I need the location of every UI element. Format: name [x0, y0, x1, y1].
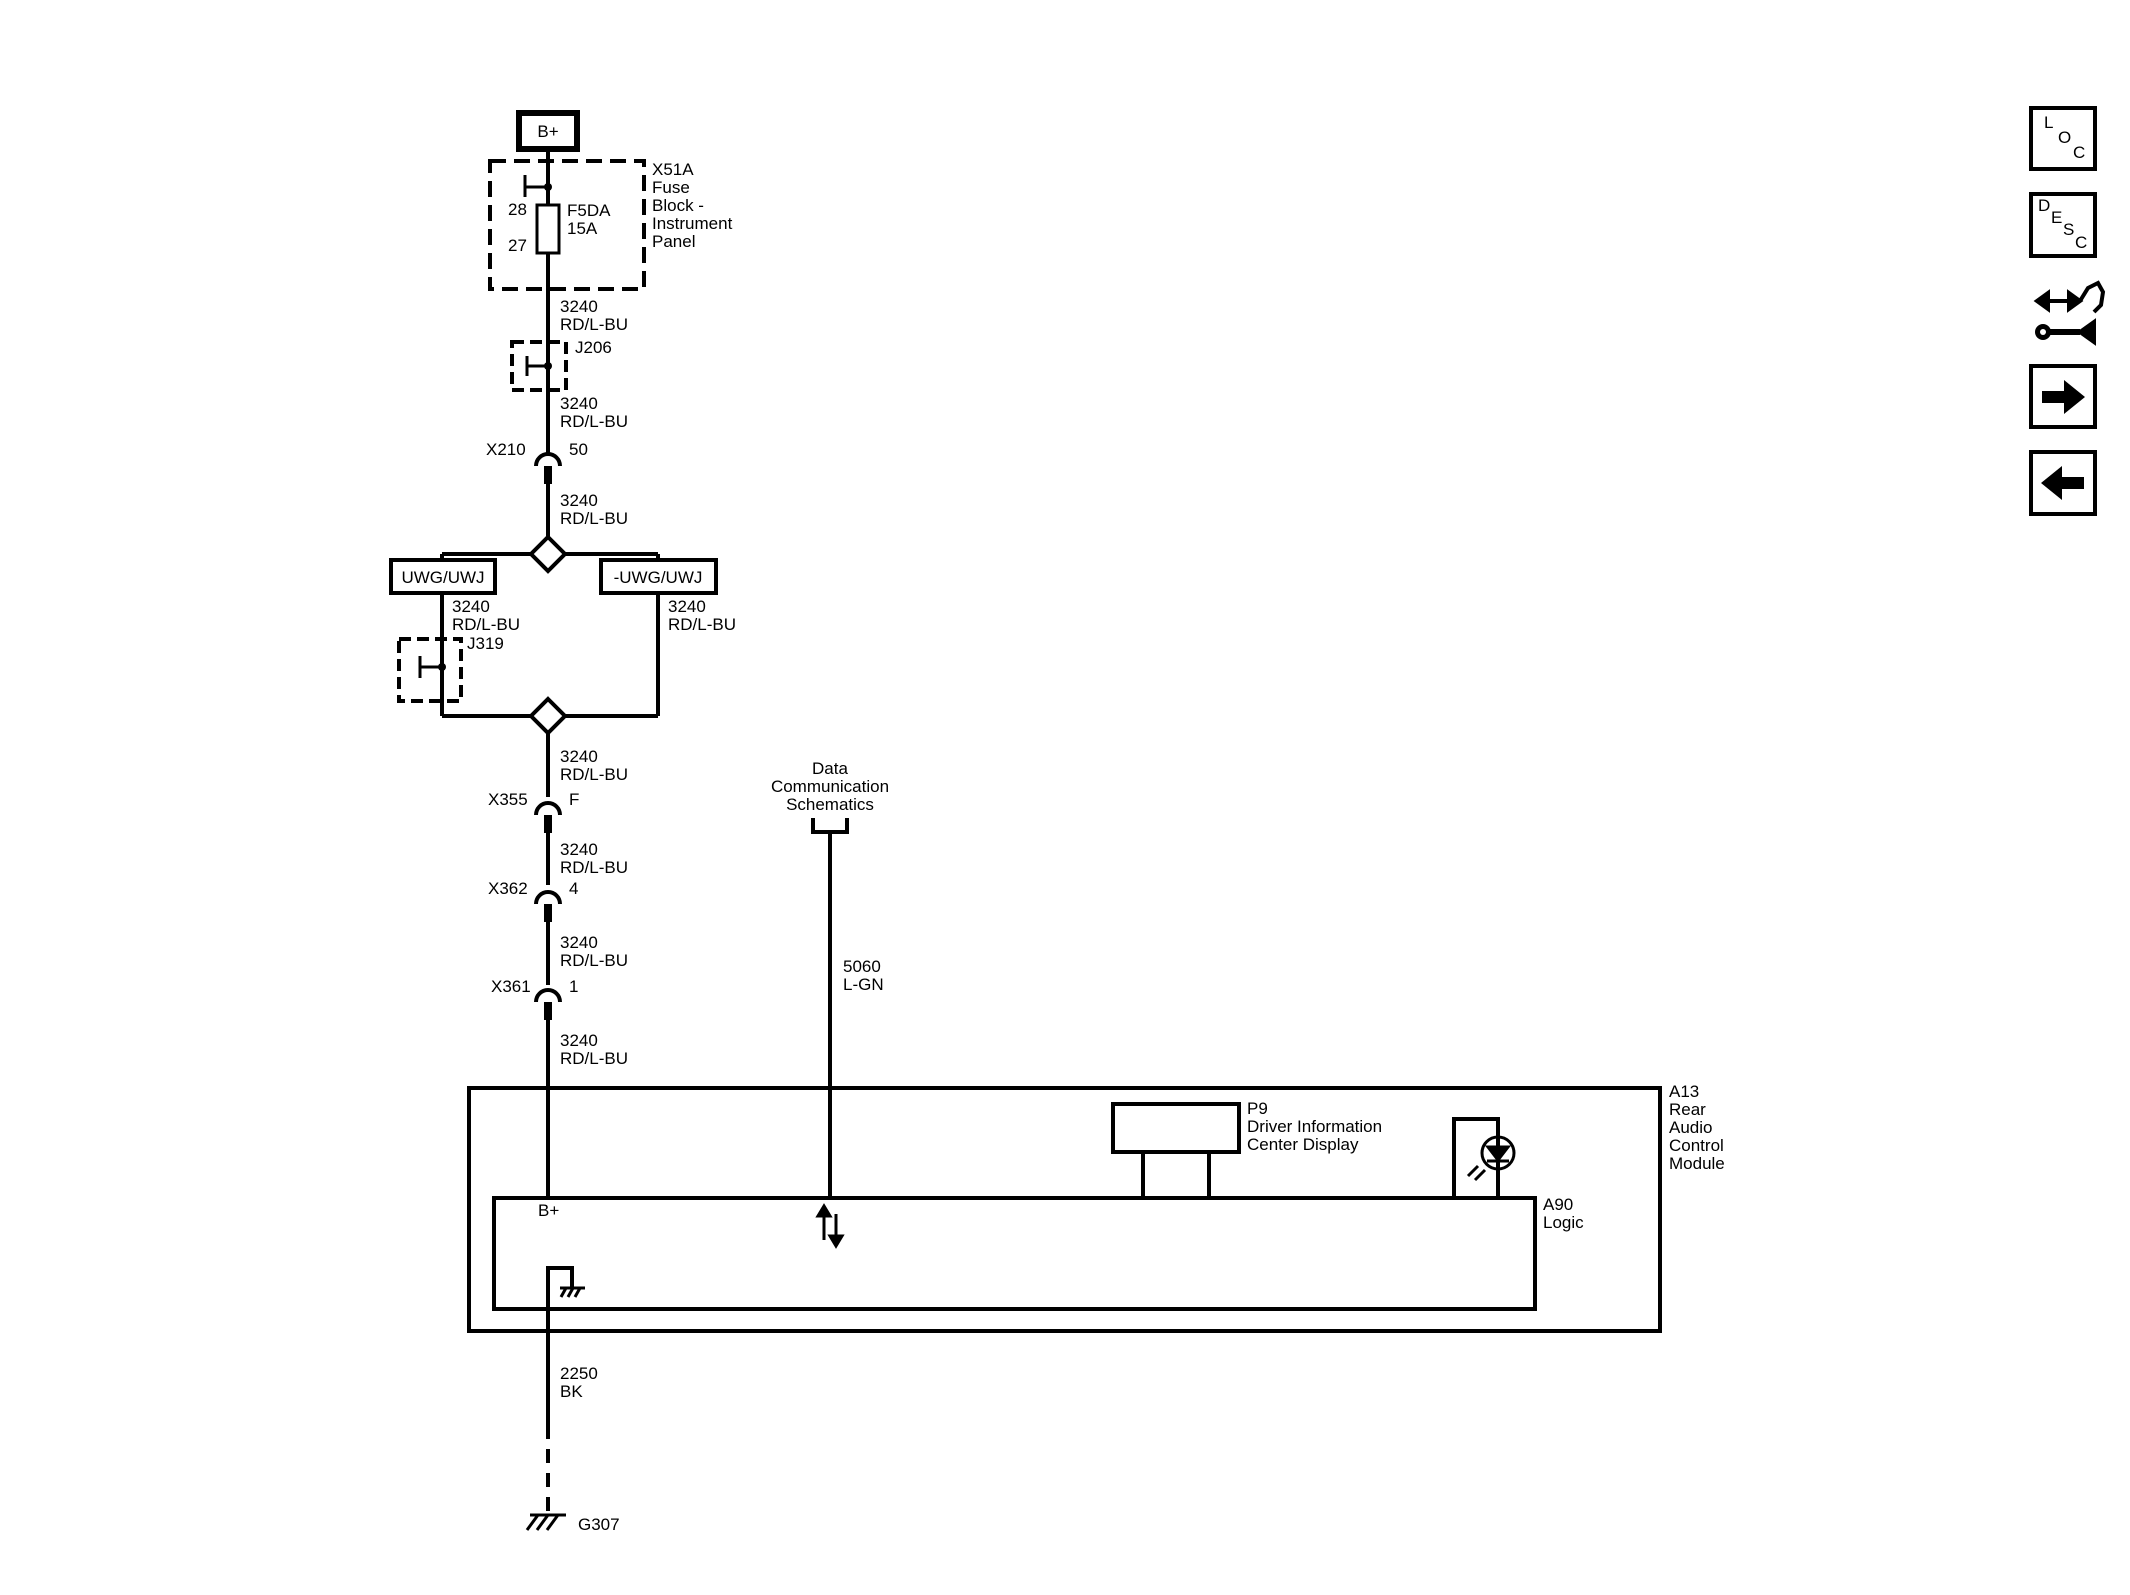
fuse-rating: 15A	[567, 219, 598, 238]
loc-letter-2: O	[2058, 128, 2071, 147]
fuse-block-desc-4: Panel	[652, 232, 695, 251]
fuse-name: F5DA	[567, 201, 611, 220]
wire-label-color: RD/L-BU	[668, 615, 736, 634]
desc-letter-1: D	[2038, 196, 2050, 215]
wire-label-color: RD/L-BU	[452, 615, 520, 634]
wire-label-circuit: 3240	[452, 597, 490, 616]
wire-label-color: RD/L-BU	[560, 315, 628, 334]
desc-letter-2: E	[2051, 208, 2062, 227]
logic-name: A90	[1543, 1195, 1573, 1214]
data-wire-circuit: 5060	[843, 957, 881, 976]
logic-desc: Logic	[1543, 1213, 1584, 1232]
connector-x210-name: X210	[486, 440, 526, 459]
ground-wire-color: BK	[560, 1382, 583, 1401]
wire-label-circuit: 3240	[560, 491, 598, 510]
module-desc-2: Audio	[1669, 1118, 1712, 1137]
option-label-left: UWG/UWJ	[389, 558, 497, 595]
connector-x362-name: X362	[488, 879, 528, 898]
fuse-pin-bottom: 27	[508, 236, 527, 255]
connector-x362-pin: 4	[569, 879, 578, 898]
connector-x210-pin: 50	[569, 440, 588, 459]
module-desc-1: Rear	[1669, 1100, 1706, 1119]
option-right-text: -UWG/UWJ	[614, 568, 703, 587]
logic-a90: B+ A90 Logic	[492, 1195, 1584, 1311]
option-label-right: -UWG/UWJ	[599, 558, 718, 595]
wire-label-circuit: 3240	[560, 394, 598, 413]
connector-x362: X362 4	[488, 879, 578, 922]
fuse-block-desc-2: Block -	[652, 196, 704, 215]
connector-x355-name: X355	[488, 790, 528, 809]
wire-label-color: RD/L-BU	[560, 951, 628, 970]
wire-label-color: RD/L-BU	[560, 765, 628, 784]
power-label: B+	[537, 122, 558, 141]
wire-label-circuit: 3240	[560, 747, 598, 766]
module-name: A13	[1669, 1082, 1699, 1101]
wire-label-circuit: 3240	[560, 933, 598, 952]
wire-label-circuit: 3240	[560, 1031, 598, 1050]
fuse-f5da	[535, 203, 561, 255]
splice-j206: J206	[510, 338, 612, 392]
ground-name: G307	[578, 1515, 620, 1534]
connector-view-icon[interactable]	[2033, 280, 2106, 346]
wire-label-color: RD/L-BU	[560, 509, 628, 528]
fuse-block-x51a: 28 27 F5DA 15A X51A Fuse Block - Instrum…	[488, 159, 733, 291]
wire-label-color: RD/L-BU	[560, 858, 628, 877]
next-page-button[interactable]	[2029, 364, 2097, 429]
module-desc-4: Module	[1669, 1154, 1725, 1173]
bidirectional-arrow-icon	[815, 1203, 845, 1249]
splice-j206-label: J206	[575, 338, 612, 357]
data-wire-color: L-GN	[843, 975, 884, 994]
data-communication-link[interactable]: Data Communication Schematics	[771, 759, 889, 834]
connector-x355-pin: F	[569, 790, 579, 809]
module-desc-3: Control	[1669, 1136, 1724, 1155]
fuse-block-desc-1: Fuse	[652, 178, 690, 197]
led-indicator	[1452, 1117, 1516, 1200]
ground-wire-circuit: 2250	[560, 1364, 598, 1383]
connector-x361-pin: 1	[569, 977, 578, 996]
wire-label-color: RD/L-BU	[560, 1049, 628, 1068]
description-button[interactable]: D E S C	[2029, 192, 2097, 258]
data-link-title-1: Data	[812, 759, 848, 778]
connector-x210: X210 50	[486, 440, 588, 484]
splice-j319: J319	[397, 634, 504, 703]
desc-letter-4: C	[2075, 233, 2087, 252]
fuse-block-desc-3: Instrument	[652, 214, 733, 233]
loc-letter-1: L	[2044, 113, 2053, 132]
splice-j319-label: J319	[467, 634, 504, 653]
display-desc-2: Center Display	[1247, 1135, 1359, 1154]
battery-power-symbol: B+	[516, 110, 580, 152]
connector-x355: X355 F	[488, 790, 579, 833]
display-p9: P9 Driver Information Center Display	[1111, 1099, 1382, 1200]
data-link-title-2: Communication	[771, 777, 889, 796]
module-a13: A13 Rear Audio Control Module	[467, 1082, 1725, 1333]
location-button[interactable]: L O C	[2029, 106, 2097, 171]
fuse-pin-top: 28	[508, 200, 527, 219]
option-branch	[440, 534, 660, 738]
connector-x361: X361 1	[491, 977, 578, 1020]
connector-x361-name: X361	[491, 977, 531, 996]
data-link-title-3: Schematics	[786, 795, 874, 814]
display-name: P9	[1247, 1099, 1268, 1118]
fuse-block-name: X51A	[652, 160, 694, 179]
wire-label-circuit: 3240	[668, 597, 706, 616]
ground-g307-icon	[525, 1513, 566, 1531]
arrow-right-icon	[2042, 380, 2085, 414]
internal-ground-icon	[546, 1266, 585, 1331]
desc-letter-3: S	[2063, 220, 2074, 239]
previous-page-button[interactable]	[2029, 450, 2097, 516]
logic-bplus: B+	[538, 1201, 559, 1220]
option-left-text: UWG/UWJ	[401, 568, 484, 587]
wire-label-circuit: 3240	[560, 297, 598, 316]
wire-label-color: RD/L-BU	[560, 412, 628, 431]
loc-letter-3: C	[2073, 143, 2085, 162]
wire-label-circuit: 3240	[560, 840, 598, 859]
display-desc-1: Driver Information	[1247, 1117, 1382, 1136]
arrow-left-icon	[2041, 466, 2084, 500]
